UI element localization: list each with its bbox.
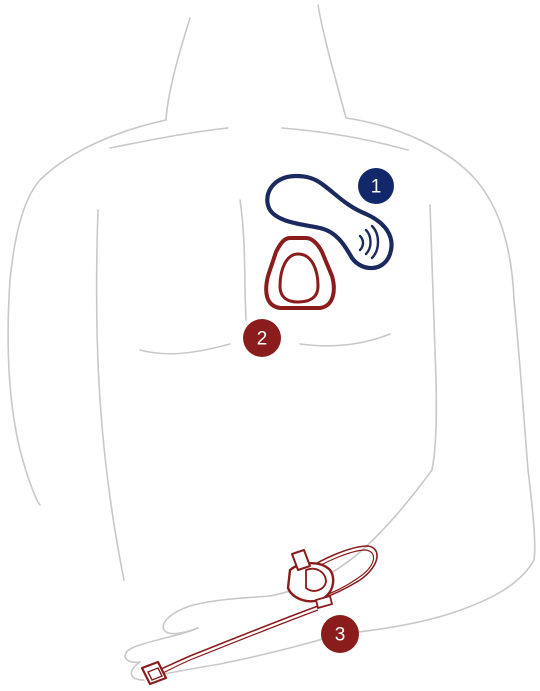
marker-3-label: 3	[335, 625, 346, 646]
marker-3: 3	[321, 615, 359, 653]
torso-outline	[8, 5, 535, 580]
marker-2-label: 2	[257, 329, 268, 350]
chest-electrode-icon	[266, 238, 334, 308]
marker-1: 1	[358, 168, 394, 204]
marker-1-label: 1	[371, 177, 382, 198]
marker-2: 2	[243, 319, 281, 357]
